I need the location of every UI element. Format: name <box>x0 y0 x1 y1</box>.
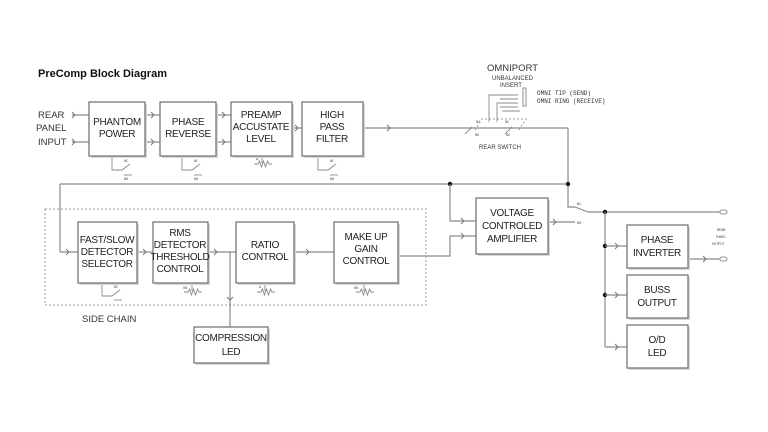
preamp-level-potentiometer: A <box>254 157 272 169</box>
svg-text:BUSS: BUSS <box>644 285 671 296</box>
svg-text:POWER: POWER <box>99 129 135 140</box>
svg-text:MAKE UP: MAKE UP <box>345 232 389 243</box>
makeup-gain-control-block: MAKE UP GAIN CONTROL <box>333 221 400 285</box>
svg-text:OUTPUT: OUTPUT <box>712 243 725 247</box>
rms-detector-threshold-block: RMS DETECTOR THRESHOLD CONTROL <box>151 221 210 285</box>
fast-slow-detector-selector-block: FAST/SLOW DETECTOR SELECTOR <box>77 221 139 285</box>
svg-text:REAR: REAR <box>717 229 726 233</box>
svg-text:NC: NC <box>114 286 118 290</box>
svg-text:NO: NO <box>577 222 581 226</box>
phase-reverse-block: PHASE REVERSE <box>159 101 218 158</box>
omniport-insert: OMNIPORT UNBALANCED INSERT OMNI TIP (SEN… <box>464 63 605 151</box>
svg-text:SELECTOR: SELECTOR <box>81 259 132 270</box>
svg-text:NO: NO <box>330 178 334 182</box>
side-chain-wires <box>137 248 334 327</box>
svg-text:DETECTOR: DETECTOR <box>81 247 133 258</box>
svg-text:COMPRESSION: COMPRESSION <box>195 333 267 344</box>
svg-text:NO: NO <box>506 134 510 138</box>
svg-text:RATIO: RATIO <box>251 240 280 251</box>
svg-text:VOLTAGE: VOLTAGE <box>490 208 534 219</box>
svg-text:PASS: PASS <box>320 122 345 133</box>
mid-wiring: NC NO <box>59 181 720 351</box>
phantom-power-block: PHANTOM POWER <box>88 101 147 158</box>
svg-text:NC: NC <box>124 160 128 164</box>
svg-text:OUTPUT: OUTPUT <box>637 298 677 309</box>
svg-text:NO: NO <box>475 134 479 138</box>
svg-text:NC: NC <box>330 160 334 164</box>
svg-text:CONTROLED: CONTROLED <box>482 221 542 232</box>
svg-text:PHASE: PHASE <box>172 117 205 128</box>
fast-slow-switch: NC <box>101 284 122 301</box>
preamp-accustate-level-block: PREAMP ACCUSTATE LEVEL <box>230 101 294 158</box>
output-jacks: REAR PANEL OUTPUT <box>712 209 728 262</box>
makeup-gain-potentiometer: ON <box>354 285 374 297</box>
svg-text:DETECTOR: DETECTOR <box>154 240 206 251</box>
svg-text:O/D: O/D <box>649 335 666 346</box>
rms-threshold-potentiometer: ON <box>183 285 202 297</box>
svg-text:NC: NC <box>505 121 509 125</box>
svg-text:A: A <box>259 286 262 290</box>
svg-text:A: A <box>256 158 259 162</box>
svg-text:INPUT: INPUT <box>38 137 67 148</box>
rear-panel-input-label: REAR PANEL INPUT <box>36 110 67 148</box>
svg-text:INVERTER: INVERTER <box>633 248 681 259</box>
top-row-wires <box>71 111 569 198</box>
high-pass-filter-block: HIGH PASS FILTER <box>301 101 365 158</box>
svg-text:PANEL: PANEL <box>36 123 66 134</box>
phantom-switch: NC NO <box>111 158 132 182</box>
svg-text:ACCUSTATE: ACCUSTATE <box>233 122 290 133</box>
svg-text:OMNIPORT: OMNIPORT <box>487 63 538 74</box>
svg-text:THRESHOLD: THRESHOLD <box>151 252 210 263</box>
svg-text:REVERSE: REVERSE <box>165 129 211 140</box>
buss-output-block: BUSS OUTPUT <box>626 274 690 320</box>
svg-text:OMNI RING (RECEIVE): OMNI RING (RECEIVE) <box>537 98 605 105</box>
svg-text:OMNI TIP (SEND): OMNI TIP (SEND) <box>537 90 591 97</box>
compression-led-block: COMPRESSION LED <box>193 326 270 365</box>
svg-text:CONTROL: CONTROL <box>343 256 391 267</box>
svg-text:ON: ON <box>354 287 358 291</box>
phase-reverse-switch: NC NO <box>181 158 202 182</box>
ratio-potentiometer: A <box>257 285 275 297</box>
svg-text:CONTROL: CONTROL <box>157 264 205 275</box>
svg-text:LED: LED <box>648 348 667 359</box>
high-pass-switch: NC NO <box>317 158 338 182</box>
svg-text:LEVEL: LEVEL <box>246 134 276 145</box>
svg-text:FAST/SLOW: FAST/SLOW <box>80 235 135 246</box>
svg-text:INSERT: INSERT <box>500 83 522 89</box>
side-chain-boundary <box>44 208 427 306</box>
svg-text:PHANTOM: PHANTOM <box>93 117 141 128</box>
svg-text:RMS: RMS <box>169 228 191 239</box>
svg-text:PREAMP: PREAMP <box>241 110 282 121</box>
svg-text:UNBALANCED: UNBALANCED <box>492 76 534 82</box>
svg-text:NC: NC <box>476 121 480 125</box>
svg-text:FILTER: FILTER <box>316 134 348 145</box>
voltage-controlled-amplifier-block: VOLTAGE CONTROLED AMPLIFIER <box>475 197 550 256</box>
svg-text:PANEL: PANEL <box>716 236 727 240</box>
svg-text:NC: NC <box>194 160 198 164</box>
svg-text:REAR: REAR <box>38 110 65 121</box>
svg-text:REAR SWITCH: REAR SWITCH <box>479 145 521 151</box>
svg-text:PHASE: PHASE <box>641 235 674 246</box>
svg-text:CONTROL: CONTROL <box>242 252 290 263</box>
svg-text:GAIN: GAIN <box>354 244 377 255</box>
svg-text:LED: LED <box>222 347 241 358</box>
ratio-control-block: RATIO CONTROL <box>235 221 296 285</box>
diagram-title: PreComp Block Diagram <box>38 68 167 80</box>
side-chain-label: SIDE CHAIN <box>82 314 137 325</box>
svg-text:NC: NC <box>577 203 581 207</box>
phase-inverter-block: PHASE INVERTER <box>626 224 690 270</box>
svg-text:HIGH: HIGH <box>320 110 344 121</box>
svg-text:ON: ON <box>183 287 187 291</box>
svg-text:NO: NO <box>124 178 128 182</box>
svg-text:AMPLIFIER: AMPLIFIER <box>487 234 537 245</box>
od-led-block: O/D LED <box>626 324 690 370</box>
svg-text:NO: NO <box>194 178 198 182</box>
